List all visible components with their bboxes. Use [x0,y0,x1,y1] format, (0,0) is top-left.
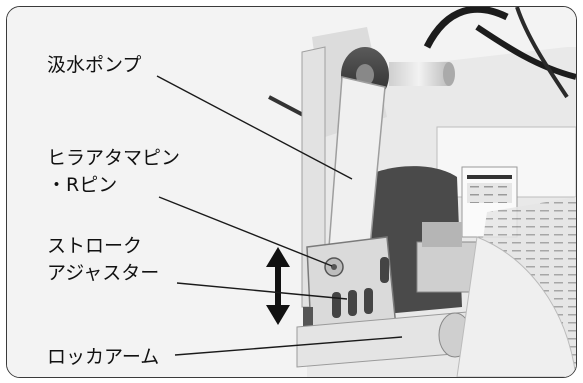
guide-block-top [422,222,462,247]
label-pin-line2: ・Rピン [47,174,118,196]
cable-top-3 [515,7,569,99]
adjuster-hole-1 [332,292,341,318]
cable-top-1 [423,7,509,49]
label-pin-line1: ヒラアタマピン [47,147,181,169]
stroke-direction-arrow [266,247,290,325]
pump-shaft-end [443,62,455,86]
pump-head-center [356,64,374,86]
figure-frame: 汲水ポンプ ヒラアタマピン ・Rピン ストローク アジャスター ロッカアーム [6,6,577,378]
pump-shaft [389,62,449,86]
guide-block [416,241,478,293]
adjuster-hole-4 [380,257,389,283]
label-pump: 汲水ポンプ [47,54,142,76]
adjuster-hole-3 [364,288,373,314]
small-pipe [268,95,308,119]
warning-label-stripe [467,175,512,179]
leader-line-pin [158,196,333,267]
label-stroke-line1: ストローク [47,235,143,257]
arrow-shaft [275,262,281,310]
label-stroke-line2: アジャスター [47,262,160,284]
label-rocker: ロッカアーム [47,346,160,368]
equipment-photo [7,7,576,377]
arrow-head-up [266,247,290,267]
flat-head-pin-center [331,264,337,270]
round-housing [456,236,576,377]
adjuster-hole-2 [348,290,357,316]
leader-line-stroke [176,282,348,300]
warning-label-text [467,183,512,203]
cable-top-2 [475,24,576,80]
leader-line-pump [156,75,353,180]
leader-line-rocker [174,336,403,356]
arrow-head-down [266,305,290,325]
